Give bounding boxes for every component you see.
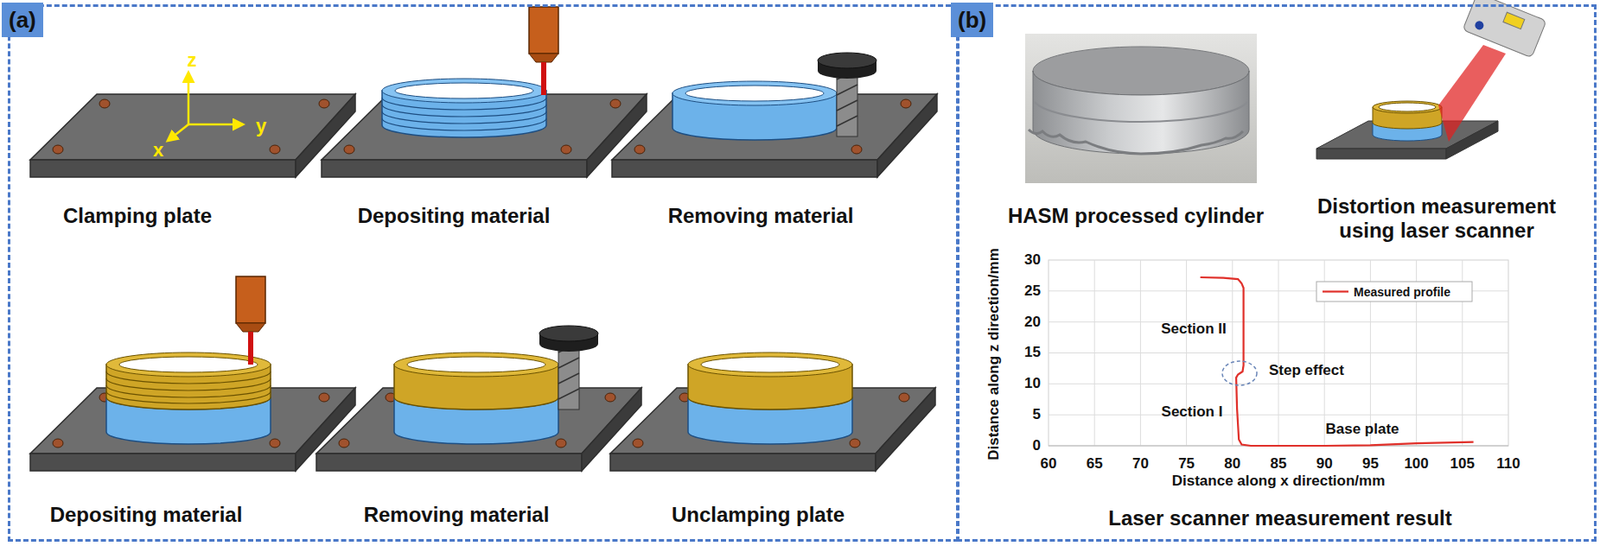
tick-label: 90 — [1316, 455, 1333, 473]
profile-chart — [1048, 260, 1509, 447]
legend-box — [1316, 281, 1473, 302]
layered-ring — [106, 352, 271, 410]
step-caption: Depositing material — [50, 503, 243, 528]
step-removing-2 — [316, 325, 642, 472]
scanner-sticker — [1503, 12, 1525, 29]
cylinder-photo — [1025, 33, 1257, 184]
machined-ring — [688, 352, 853, 410]
panel-tag: (a) — [1, 2, 44, 38]
tick-label: 105 — [1450, 455, 1475, 473]
axis-arrow — [167, 124, 189, 141]
step-depositing-2 — [30, 276, 356, 472]
image-caption: Distortion measurement using laser scann… — [1294, 194, 1580, 243]
axis-arrow — [188, 123, 243, 127]
laser-beam — [1438, 44, 1506, 142]
laser-scanner — [1462, 0, 1547, 58]
tick-label: 0 — [1032, 437, 1041, 455]
panel-tag: (b) — [950, 2, 994, 38]
step-highlight — [1222, 361, 1257, 386]
step-caption: Unclamping plate — [671, 503, 845, 528]
legend-line — [1322, 290, 1349, 293]
measured-profile — [1200, 277, 1474, 447]
plot-area — [1048, 260, 1509, 447]
step-caption: Removing material — [668, 203, 855, 229]
scanner-lens — [1473, 19, 1486, 32]
base-plate — [1316, 148, 1447, 160]
tick-label: 110 — [1496, 455, 1520, 473]
annotation: Section II — [1160, 320, 1227, 338]
figure-panel: (a) — [7, 4, 959, 542]
annotation: Section I — [1161, 403, 1224, 421]
axis-letter: y — [255, 114, 267, 137]
annotation: Base plate — [1325, 420, 1399, 439]
scanner-body — [1462, 0, 1547, 58]
deposition-nozzle — [529, 6, 559, 96]
image-caption: HASM processed cylinder — [1007, 203, 1264, 229]
tick-label: 30 — [1024, 251, 1041, 269]
step-caption: Removing material — [363, 503, 550, 528]
tick-label: 20 — [1024, 313, 1041, 332]
tick-label: 85 — [1270, 455, 1288, 473]
tick-label: 15 — [1024, 344, 1041, 363]
clamping-plate — [30, 94, 356, 178]
axis-title: Distance along z direction/mm — [985, 248, 1003, 461]
axis-arrow — [187, 72, 191, 125]
layered-ring — [382, 78, 547, 138]
tick-label: 70 — [1132, 455, 1149, 473]
tick-label: 10 — [1024, 376, 1041, 394]
cylinder-hole — [1378, 102, 1436, 112]
scanner-setup — [1316, 0, 1547, 160]
step-caption: Clamping plate — [63, 203, 212, 229]
grid-lines — [1048, 260, 1509, 447]
tick-label: 65 — [1086, 455, 1103, 473]
machined-ring — [394, 352, 559, 410]
step-removing — [611, 52, 938, 178]
deposition-nozzle — [235, 276, 266, 365]
milling-tool — [539, 325, 599, 410]
tick-label: 75 — [1178, 455, 1195, 473]
machined-ring — [672, 81, 837, 141]
step-caption: Depositing material — [357, 203, 551, 229]
tick-label: 60 — [1040, 455, 1058, 473]
photo-background — [1025, 33, 1257, 184]
tick-label: 25 — [1024, 282, 1041, 300]
section-two — [1372, 101, 1442, 114]
tick-label: 80 — [1223, 455, 1241, 473]
chart-caption: Laser scanner measurement result — [1108, 506, 1453, 531]
step-clamping — [30, 72, 356, 178]
annotation: Step effect — [1268, 362, 1345, 380]
axis-title: Distance along x direction/mm — [1172, 472, 1386, 491]
step-unclamping — [610, 352, 936, 472]
axis-letter: x — [152, 139, 164, 161]
milling-tool — [817, 52, 877, 137]
tick-label: 100 — [1403, 455, 1428, 473]
legend-text: Measured profile — [1353, 284, 1451, 299]
tick-label: 95 — [1362, 455, 1379, 473]
layer-boundary — [1034, 101, 1248, 122]
axis-letter: z — [187, 49, 198, 71]
step-depositing — [321, 6, 647, 178]
tick-label: 5 — [1032, 406, 1041, 424]
weld-bead — [1028, 129, 1244, 154]
